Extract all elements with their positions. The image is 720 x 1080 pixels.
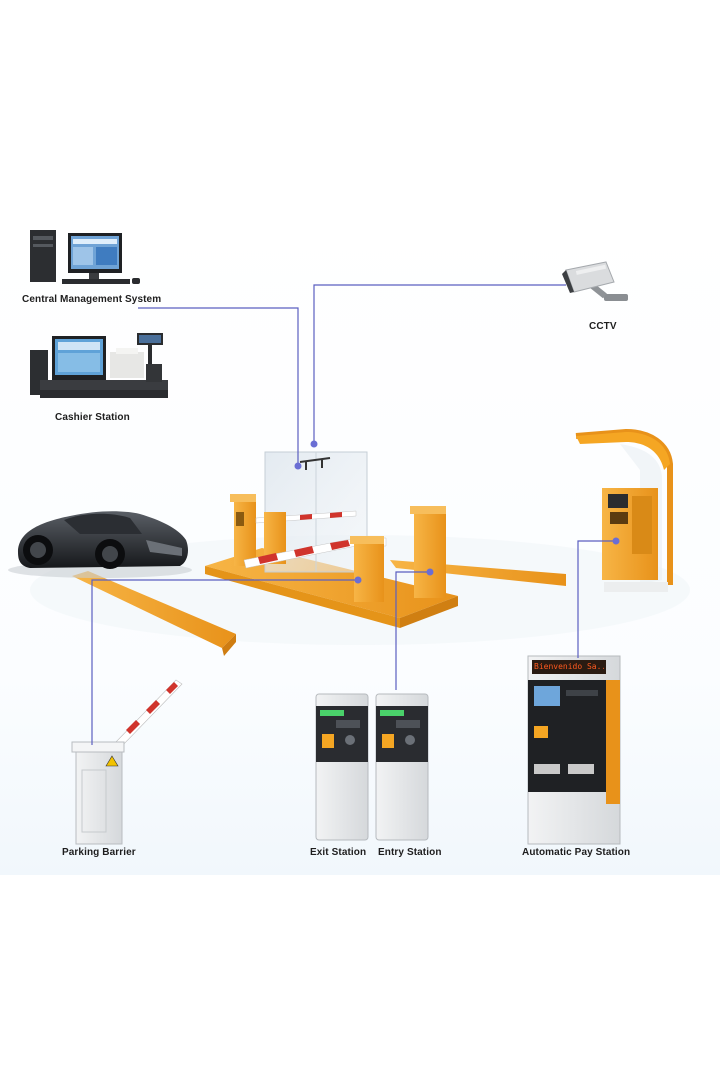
cashier-station-device bbox=[30, 333, 168, 398]
pay-station-led-display: Bienvenido Sa... bbox=[534, 662, 604, 671]
label-automatic-pay-station: Automatic Pay Station bbox=[522, 847, 631, 858]
entry-station-device bbox=[375, 693, 429, 841]
cctv-camera bbox=[562, 261, 628, 301]
label-central-management: Central Management System bbox=[22, 294, 162, 305]
label-exit-station: Exit Station bbox=[310, 847, 367, 858]
exit-station-device bbox=[315, 693, 369, 841]
label-cashier-station: Cashier Station bbox=[55, 412, 130, 423]
automatic-pay-station-device bbox=[527, 655, 621, 845]
label-entry-station: Entry Station bbox=[378, 847, 442, 858]
canopy-pay-kiosk bbox=[575, 428, 673, 592]
central-management-computer bbox=[30, 230, 140, 284]
label-parking-barrier: Parking Barrier bbox=[62, 847, 136, 858]
label-cctv: CCTV bbox=[589, 321, 617, 332]
front-boom-barrier bbox=[243, 506, 446, 602]
parking-barrier-device bbox=[71, 679, 183, 845]
car bbox=[8, 511, 192, 578]
rear-boom-barrier bbox=[230, 494, 357, 566]
